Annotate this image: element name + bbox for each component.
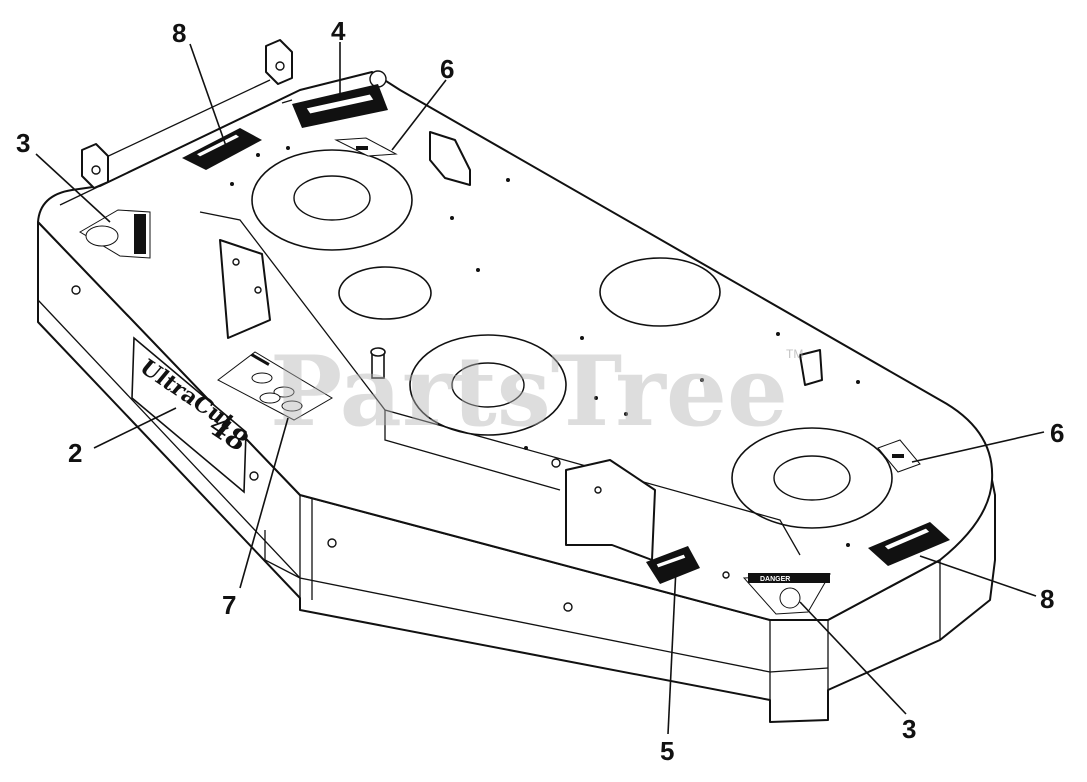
rear-hanger-bracket: [429, 131, 471, 186]
decal-item-6-rear: [334, 137, 398, 157]
callout-3-front: 3: [902, 714, 916, 744]
left-spindle-housing: [251, 149, 413, 251]
belt-shield: [199, 211, 801, 556]
decal-item-3-front: DANGER: [742, 573, 831, 615]
shield-bracket-left: [219, 239, 271, 339]
callout-2: 2: [68, 438, 82, 468]
watermark-trademark: TM: [786, 347, 803, 361]
danger-decal-text: DANGER: [760, 576, 790, 583]
partstree-watermark: PartsTree: [270, 335, 788, 448]
callout-8-rear: 8: [172, 18, 186, 48]
callout-5: 5: [660, 736, 674, 766]
rear-mount-bracket-right: [265, 39, 293, 85]
callout-6-rear: 6: [440, 54, 454, 84]
spindle-cover-disc: [338, 266, 432, 320]
rear-mount-bracket-left: [81, 143, 109, 189]
leader-lines: [35, 42, 1045, 735]
decal-item-6-right: [877, 439, 921, 473]
decal-item-4: [281, 84, 388, 128]
decal-item-8-right: [868, 522, 950, 566]
callout-4: 4: [331, 16, 346, 46]
right-side-clip: [799, 349, 823, 386]
decal-item-8-rear: [182, 128, 262, 170]
callout-6-right: 6: [1050, 418, 1064, 448]
oval-access-port: [599, 257, 721, 327]
decal-item-7: [217, 351, 333, 421]
skirt-holes: [71, 285, 730, 612]
right-spindle-housing: [731, 427, 893, 529]
grease-fitting: [370, 347, 386, 379]
callout-8-right: 8: [1040, 584, 1054, 614]
callout-3-rear: 3: [16, 128, 30, 158]
callout-7: 7: [222, 590, 236, 620]
center-spindle-housing: [409, 334, 567, 436]
deck-mounting-holes: [230, 146, 860, 547]
decal-item-5: [646, 546, 700, 584]
decal-item-3-rear: [79, 209, 151, 259]
